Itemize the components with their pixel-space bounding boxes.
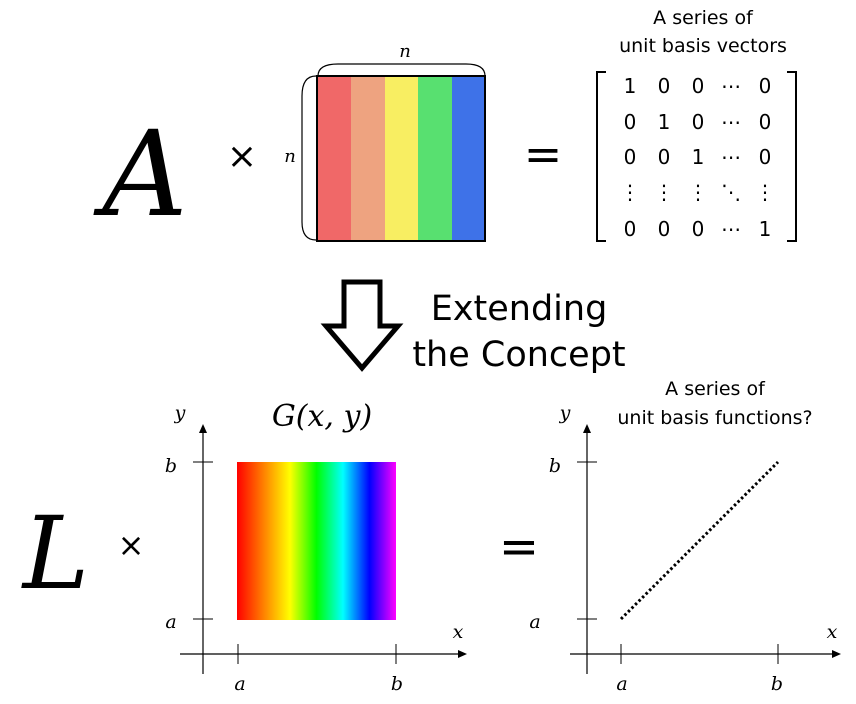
right-tick-label-a-y: a: [529, 611, 540, 633]
matrix-entry-r4-c1: ⋮: [620, 180, 640, 204]
caption-functions-line1: A series of: [665, 378, 766, 400]
function-label-g: G(x, y): [272, 399, 372, 434]
matrix-entry-r3-c5: 0: [759, 145, 772, 169]
matrix-entry-r2-c5: 0: [759, 110, 772, 134]
matrix-entry-r1-c5: 0: [759, 74, 772, 98]
matrix-entry-r2-c2: 1: [658, 110, 671, 134]
matrix-entry-r3-c2: 0: [658, 145, 671, 169]
matrix-entry-r5-c5: 1: [759, 217, 772, 241]
matrix-entry-r3-c4: ⋯: [721, 145, 741, 169]
matrix-entry-r4-c4: ⋱: [721, 180, 741, 204]
stripe-5: [452, 76, 485, 241]
matrix-entry-r5-c2: 0: [658, 217, 671, 241]
left-plot: y x b a a b: [165, 402, 467, 695]
caption-vectors-line2: unit basis vectors: [619, 35, 787, 57]
left-tick-label-a-x: a: [234, 673, 245, 695]
matrix-entry-r1-c2: 0: [658, 74, 671, 98]
color-stripe-matrix: [316, 75, 486, 242]
matrix-border: [316, 75, 486, 242]
matrix-entry-r2-c4: ⋯: [721, 110, 741, 134]
matrix-entry-r4-c2: ⋮: [654, 180, 674, 204]
matrix-entry-r5-c1: 0: [624, 217, 637, 241]
right-x-axis-label: x: [827, 621, 838, 643]
left-y-axis-label: y: [174, 402, 186, 424]
stripe-4: [418, 76, 452, 241]
extending-label-line2: the Concept: [412, 335, 625, 375]
stripe-3: [385, 76, 418, 241]
identity-left-bracket: [596, 71, 606, 242]
left-tick-label-b-x: b: [391, 673, 403, 695]
left-plot-x-arrowhead: [458, 650, 467, 658]
identity-right-bracket: [787, 71, 797, 242]
equals-sign-top: =: [524, 127, 563, 181]
matrix-entry-r3-c1: 0: [624, 145, 637, 169]
dotted-diagonal-line: [619, 460, 780, 621]
left-tick-label-a-y: a: [165, 611, 176, 633]
left-x-axis-label: x: [453, 621, 464, 643]
left-plot-y-arrowhead: [199, 424, 207, 433]
right-plot-y-arrowhead: [583, 424, 591, 433]
caption-functions-line2: unit basis functions?: [617, 407, 812, 429]
top-dimension-brace: [317, 63, 486, 77]
operator-symbol-l: L: [21, 495, 89, 612]
equals-sign-bottom: =: [499, 519, 539, 575]
left-dimension-brace: [301, 75, 317, 241]
caption-vectors-line1: A series of: [653, 7, 754, 29]
right-tick-label-b-y: b: [549, 455, 561, 477]
stripe-1: [317, 76, 351, 241]
right-y-axis-label: y: [559, 402, 571, 424]
matrix-entry-r4-c3: ⋮: [688, 180, 708, 204]
matrix-entry-r4-c5: ⋮: [755, 180, 775, 204]
stripe-2: [351, 76, 385, 241]
left-tick-label-b-y: b: [165, 455, 177, 477]
times-sign-bottom: ×: [118, 526, 145, 564]
matrix-entry-r5-c3: 0: [692, 217, 705, 241]
right-plot: y x b a a b: [529, 402, 841, 695]
matrix-entry-r1-c3: 0: [692, 74, 705, 98]
matrix-symbol-a: A: [93, 105, 187, 243]
right-tick-label-a-x: a: [616, 673, 627, 695]
matrix-entry-r1-c1: 1: [624, 74, 637, 98]
extending-label-line1: Extending: [431, 289, 608, 329]
rainbow-function-square: [237, 462, 396, 620]
matrix-entry-r5-c4: ⋯: [721, 217, 741, 241]
matrix-entry-r2-c1: 0: [624, 110, 637, 134]
down-arrow-icon: [320, 279, 404, 372]
matrix-entry-r2-c3: 0: [692, 110, 705, 134]
matrix-entry-r3-c3: 1: [692, 145, 705, 169]
dimension-label-left: n: [284, 146, 296, 167]
right-tick-label-b-x: b: [771, 673, 783, 695]
times-sign-top: ×: [227, 136, 257, 177]
dimension-label-top: n: [399, 41, 411, 62]
matrix-entry-r1-c4: ⋯: [721, 74, 741, 98]
right-plot-x-arrowhead: [832, 650, 841, 658]
